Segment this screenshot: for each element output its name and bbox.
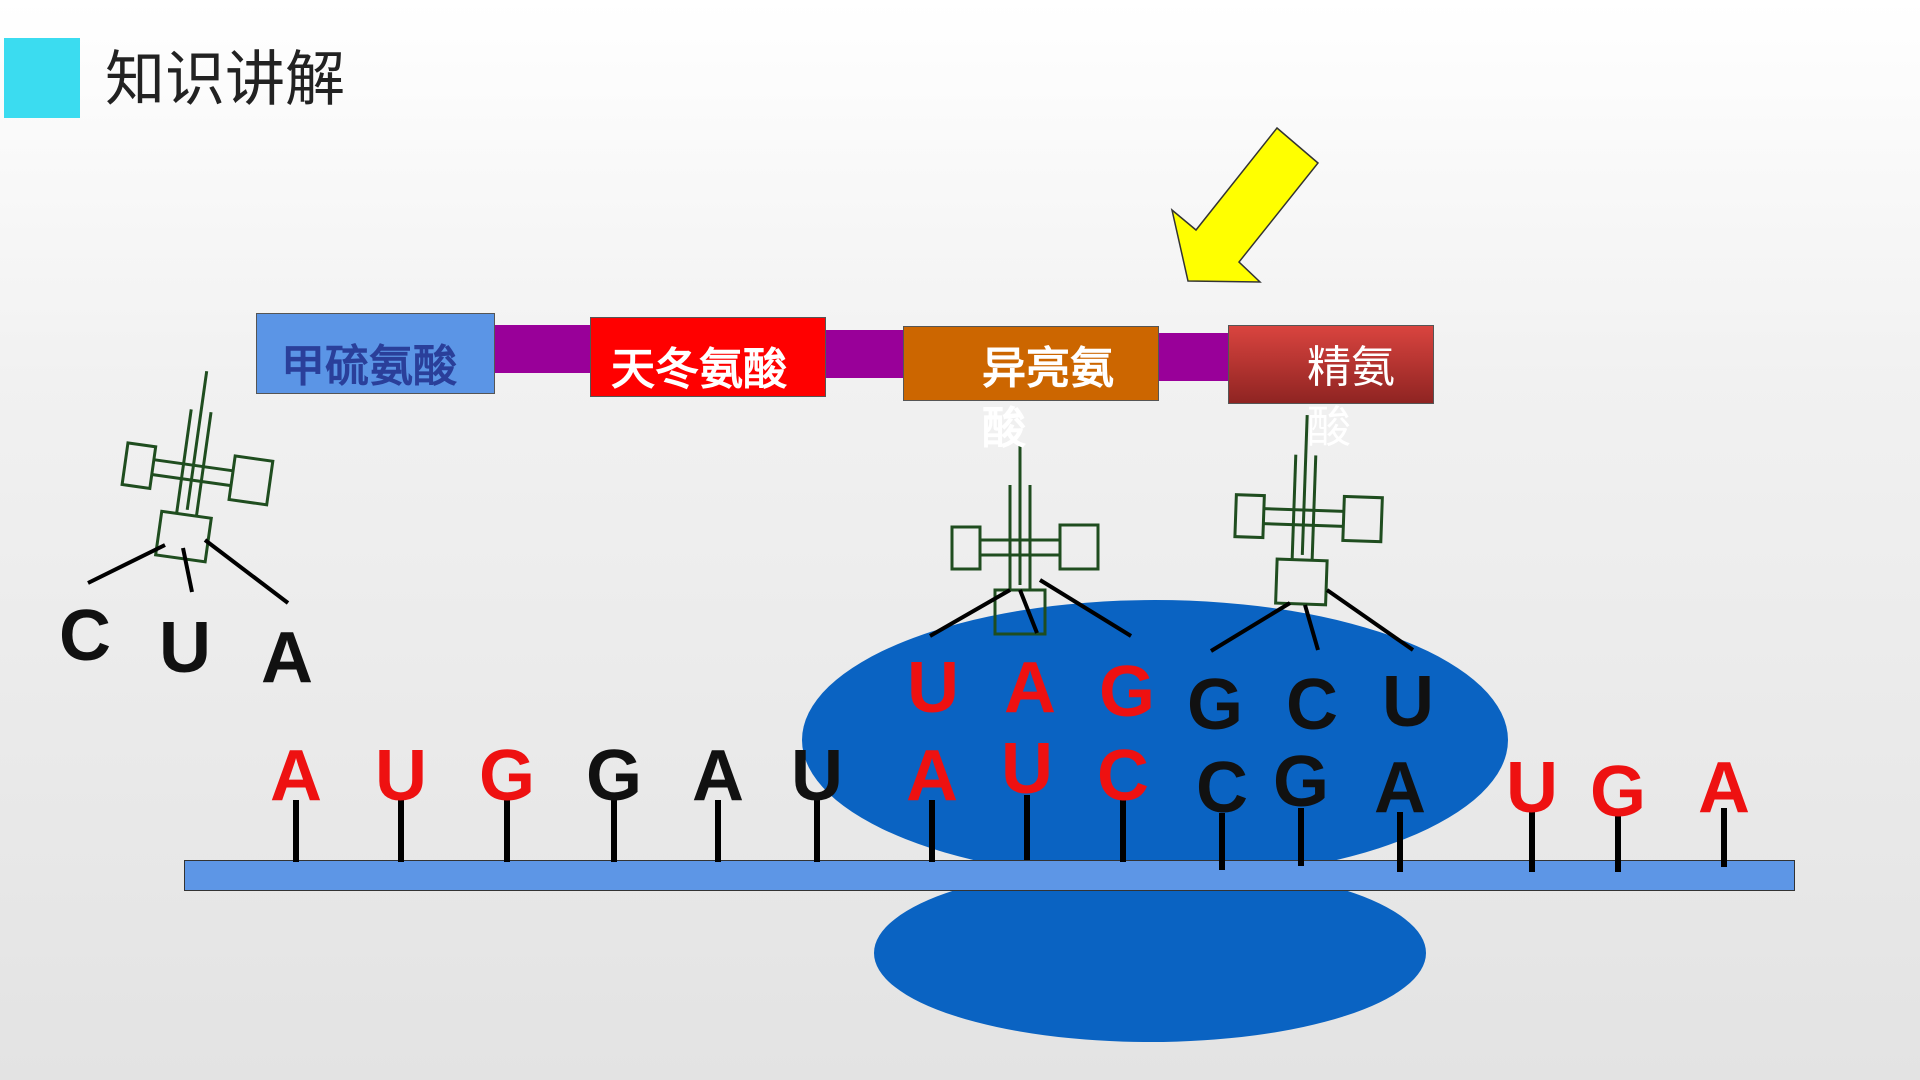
trna-loop (227, 454, 275, 507)
trna-molecule (120, 370, 275, 564)
anticodon-leg (1038, 578, 1133, 638)
anticodon-base: C (59, 596, 111, 676)
amino-acid-asp: 天冬氨酸 (590, 317, 826, 397)
mrna-base-tick (293, 800, 299, 862)
amino-acid-label: 甲硫氨酸 (281, 342, 457, 391)
mrna-base: A (906, 736, 958, 816)
anticodon-leg (1018, 589, 1039, 634)
trna-stem (1310, 455, 1318, 561)
anticodon-base: A (261, 618, 313, 698)
peptide-bond (494, 325, 591, 373)
trna-stem (1263, 507, 1344, 513)
anticodon-leg (929, 588, 1011, 638)
trna-molecule (1233, 415, 1384, 607)
mrna-base: U (1506, 748, 1558, 828)
mrna-base: G (1272, 742, 1329, 822)
anticodon-leg (1325, 588, 1415, 652)
mrna-base-tick (1529, 812, 1535, 872)
mrna-base-tick (1615, 815, 1621, 872)
trna-stem (1263, 522, 1344, 528)
amino-acid-ile: 异亮氨酸 (903, 326, 1159, 453)
amino-acid-label: 异亮氨酸 (982, 344, 1114, 453)
mrna-base-tick (1397, 812, 1403, 872)
amino-acid-met: 甲硫氨酸 (256, 313, 495, 394)
anticodon-leg (203, 538, 290, 605)
mrna-base-tick (929, 800, 935, 862)
trna-stem (1300, 415, 1309, 556)
mrna-base: A (692, 736, 744, 816)
trna-loop (950, 525, 982, 571)
mrna-base-tick (1721, 808, 1727, 867)
mrna-base: G (478, 736, 535, 816)
mrna-base-tick (1120, 800, 1126, 862)
mrna-base: U (375, 736, 427, 816)
mrna-base: G (585, 736, 642, 816)
amino-acid-label: 精氨酸 (1307, 343, 1395, 452)
mrna-base-tick (814, 800, 820, 862)
anticodon-base: A (1004, 648, 1056, 728)
peptide-bond (825, 330, 903, 378)
mrna-base-tick (611, 800, 617, 862)
ribosome-small-subunit (874, 864, 1426, 1042)
page-title: 知识讲解 (105, 46, 345, 113)
mrna-base-tick (1298, 808, 1304, 866)
mrna-strand (184, 860, 1795, 891)
trna-stem (175, 409, 193, 514)
trna-loop (1274, 557, 1329, 607)
trna-loop (120, 441, 158, 491)
amino-acid-label: 天冬氨酸 (611, 345, 787, 394)
mrna-base-tick (504, 800, 510, 862)
trna-stem (185, 370, 209, 511)
anticodon-leg (87, 543, 166, 585)
anticodon-leg (1303, 604, 1320, 651)
mrna-base-tick (1219, 813, 1225, 870)
anticodon-base: G (1098, 652, 1155, 732)
anticodon-leg (1209, 601, 1292, 653)
mrna-base-tick (1024, 795, 1030, 860)
trna-stem (1290, 454, 1298, 560)
ribosome-large-subunit (802, 600, 1508, 880)
mrna-base: G (1589, 752, 1646, 832)
mrna-base: U (791, 736, 843, 816)
peptide-bond (1158, 333, 1229, 381)
trna-loop (1341, 494, 1384, 544)
anticodon-base: U (1382, 662, 1434, 742)
mrna-base: U (1001, 729, 1053, 809)
mrna-base: A (1698, 748, 1750, 828)
anticodon-base: C (1286, 665, 1338, 745)
mrna-base: C (1196, 748, 1248, 828)
title-accent-block (4, 38, 80, 118)
trna-stem (151, 473, 232, 488)
amino-acid-arg: 精氨酸 (1228, 325, 1434, 452)
mrna-base: C (1097, 736, 1149, 816)
anticodon-base: U (159, 608, 211, 688)
trna-loop (1058, 523, 1100, 571)
anticodon-base: G (1186, 665, 1243, 745)
mrna-base: A (270, 736, 322, 816)
mrna-base-tick (715, 800, 721, 862)
trna-stem (194, 411, 213, 517)
mrna-base-tick (398, 800, 404, 862)
trna-stem (153, 458, 234, 473)
anticodon-leg (181, 547, 194, 593)
trna-loop (1233, 493, 1266, 540)
anticodon-base: U (907, 648, 959, 728)
mrna-base: A (1374, 748, 1426, 828)
